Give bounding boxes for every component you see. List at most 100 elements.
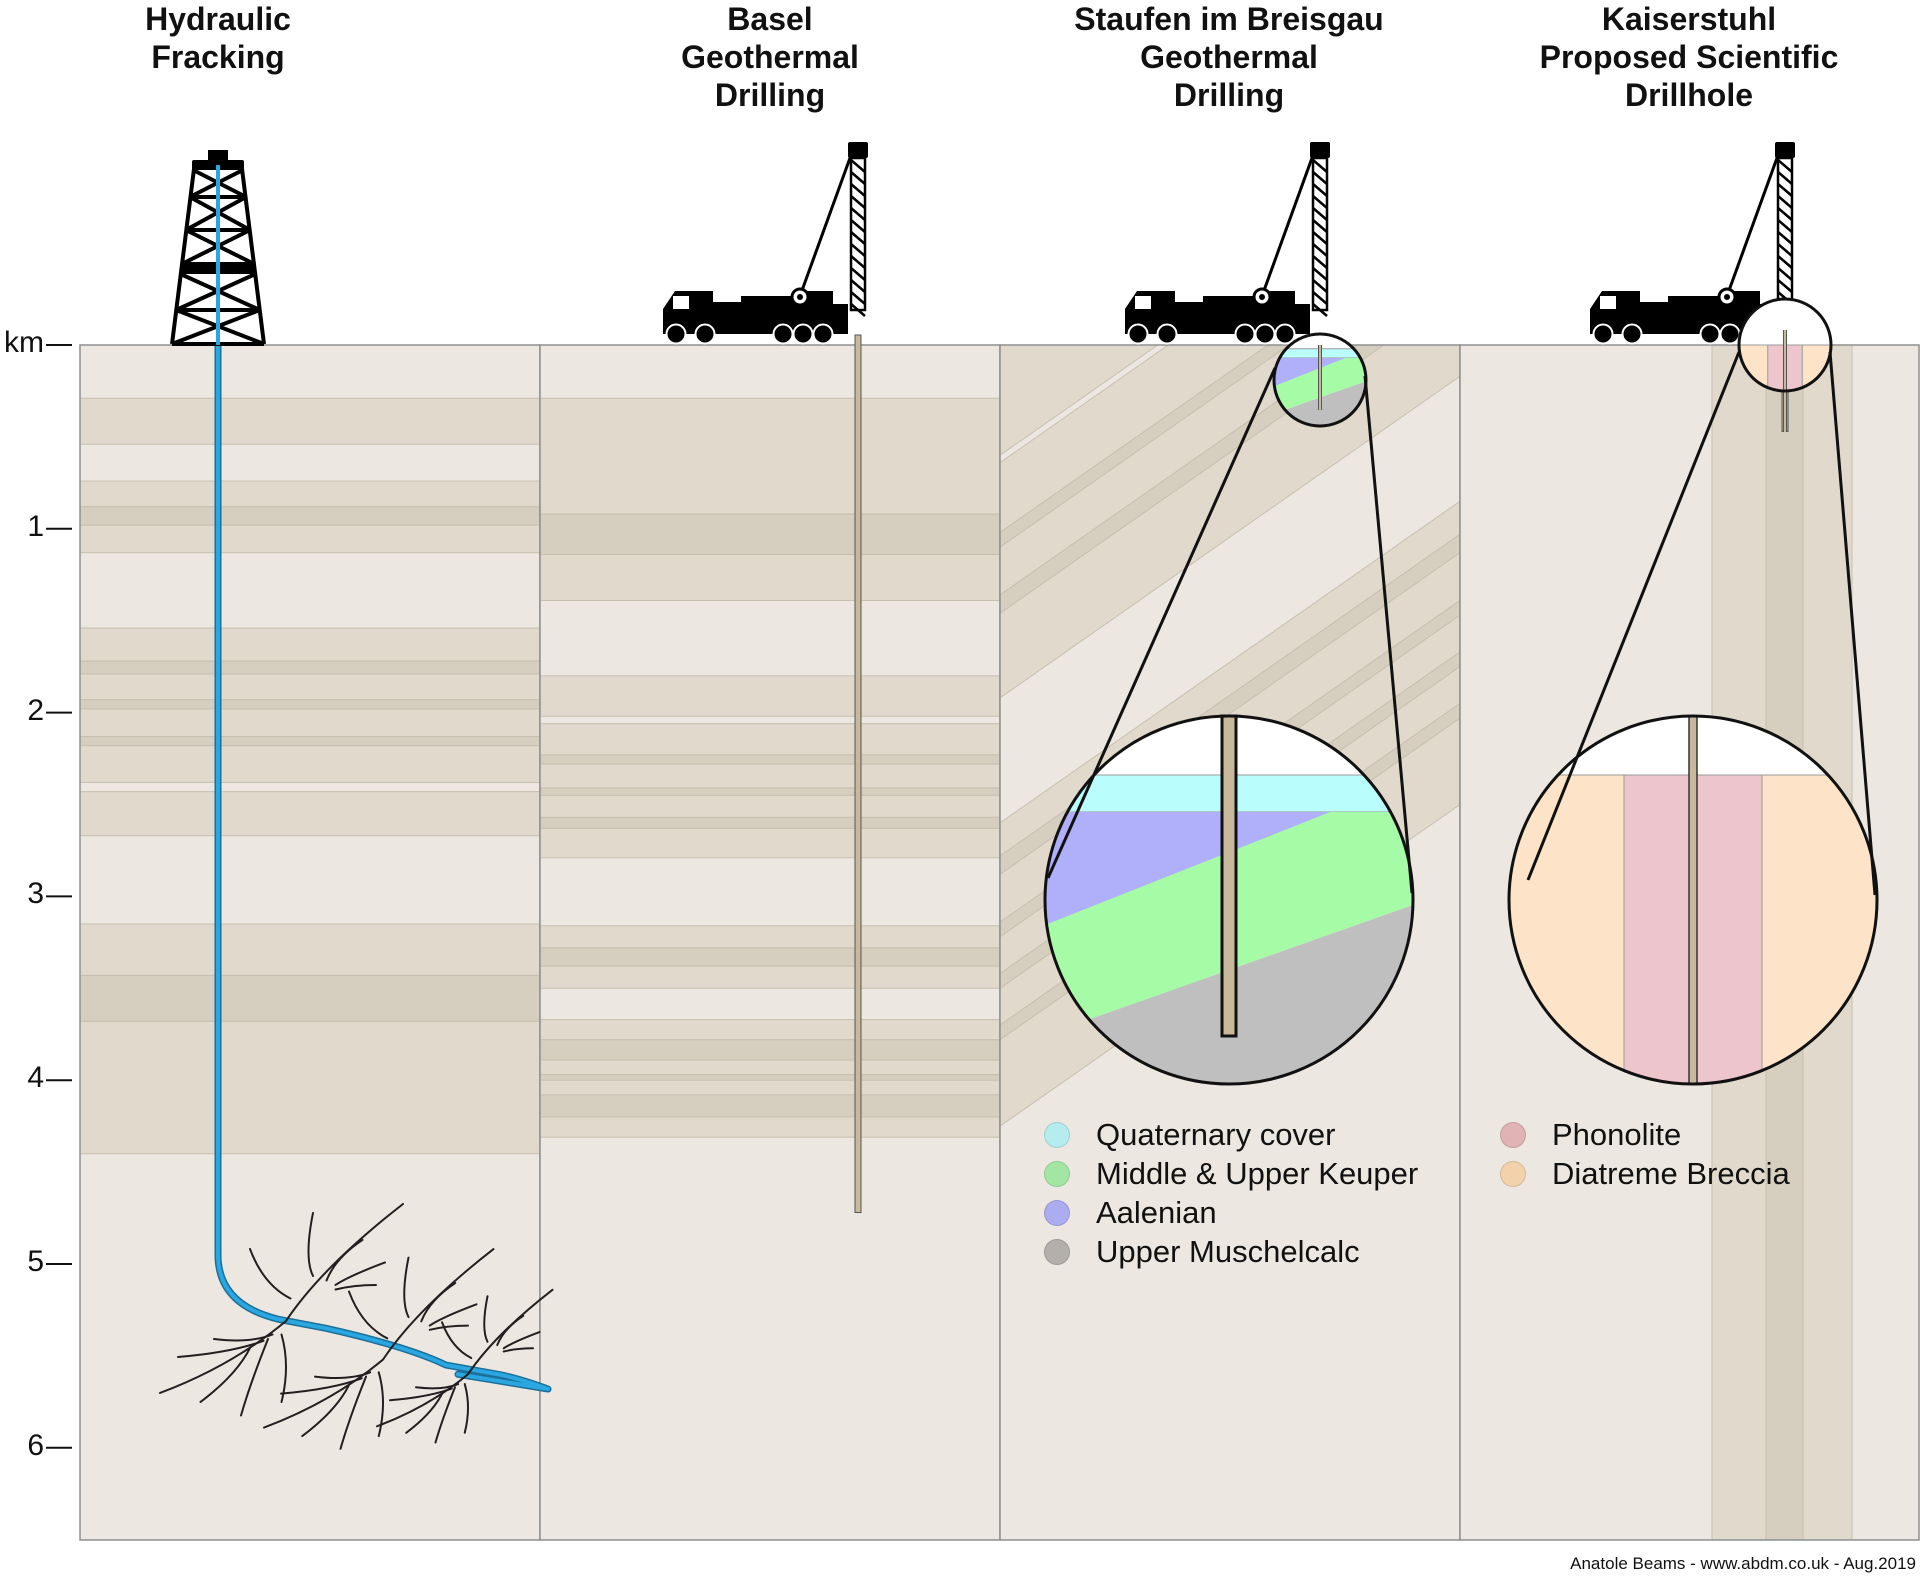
legend-item: Aalenian [1044,1193,1418,1232]
mast-brace [1312,243,1328,257]
truck-wheel [1127,323,1149,345]
mast-brace [1777,255,1793,269]
fracture [405,1392,443,1434]
mast-brace [850,195,866,209]
fracture [496,1314,525,1347]
legend-staufen: Quaternary cover Middle & Upper Keuper A… [1044,1115,1418,1271]
strata-band [80,660,540,675]
truck-window [1135,296,1151,309]
strata-band [540,965,1000,989]
strata-band [540,675,1000,717]
fracture [334,1283,377,1291]
mast-brace [850,243,866,257]
title-line: Basel [727,1,813,37]
strata-band [80,974,540,1022]
axis-tick-label: 2 [27,693,44,727]
drill-truck-icon [1590,142,1795,345]
derrick-brace [175,272,257,312]
mast-brace [1777,171,1793,185]
panel-title-basel: Basel Geothermal Drilling [560,0,980,114]
fracture [159,1202,404,1394]
fracture [420,1282,457,1323]
strata-band [540,925,1000,949]
mast-brace [1312,279,1328,293]
strata-band [540,554,1000,601]
fracture [325,1238,364,1282]
strata-band [540,1074,1000,1081]
strata-band [540,1019,1000,1041]
fracture [177,1339,265,1358]
title-line: Fracking [151,39,285,75]
strata-band [540,787,1000,796]
mast-brace [850,291,866,305]
strata-band [80,699,540,710]
mast-brace [1312,303,1328,317]
strata-band [80,524,540,554]
axis-tick-label: 5 [27,1245,44,1278]
panel-basel [540,345,1000,1540]
legend-item: Upper Muschelcalc [1044,1232,1418,1271]
fracture [213,1333,274,1342]
truck-wheel [665,323,687,345]
legend-kaiserstuhl: Phonolite Diatreme Breccia [1500,1115,1790,1193]
strata-band [80,791,540,837]
fracture [199,1346,251,1403]
drill-truck-icon [1125,142,1330,345]
mast-lattice [849,156,867,317]
mast-brace [1777,231,1793,245]
title-line: Proposed Scientific [1539,39,1839,75]
fracture [403,1256,410,1319]
fracture [339,1375,367,1450]
panel-title-fracking: Hydraulic Fracking [8,0,428,76]
fracture [314,1371,372,1379]
strata-band [540,1059,1000,1076]
strata-band [80,708,540,737]
rigs-layer [170,142,1795,346]
winch-hub [1724,294,1730,300]
truck-wheel [812,323,834,345]
strata-band [80,397,540,445]
truck-wheel [1156,323,1178,345]
legend-item: Quaternary cover [1044,1115,1418,1154]
mast-cable [1725,157,1779,297]
strata-band [540,1079,1000,1096]
mast-brace [850,219,866,233]
magnifier-big-staufen [1043,714,1415,1086]
legend-item: Middle & Upper Keuper [1044,1154,1418,1193]
strata-band [540,816,1000,829]
mast-brace [1312,231,1328,245]
oil-derrick-icon [170,150,266,346]
truck-wheel [694,323,716,345]
mast-brace [850,255,866,269]
truck-wheel [1621,323,1643,345]
derrick-brace [184,195,248,232]
panel-frame [1459,344,1920,1541]
drill-casing-basel [854,334,862,1214]
fracture [463,1383,469,1434]
strata-band [80,627,540,662]
mast-brace [1312,291,1328,305]
title-line: Kaiserstuhl [1601,1,1777,37]
magnifier-connector-right [1828,351,1877,896]
strata-band [80,923,540,976]
depth-axis [46,344,72,1449]
title-line: Drilling [714,77,826,113]
mast-brace [1777,159,1793,173]
mast-brace [1312,159,1328,173]
legend-swatch-phonolite [1500,1121,1526,1148]
mast-brace [850,171,866,185]
strata-band [540,827,1000,859]
dipping-strata-band [1000,345,1159,456]
title-line: Staufen im Breisgau [1074,1,1384,37]
mast-brace [1777,219,1793,233]
strata-band [540,513,1000,556]
fracture [307,1211,314,1277]
legend-item: Diatreme Breccia [1500,1154,1790,1193]
fracture [434,1386,456,1444]
panel-title-staufen: Staufen im Breisgau Geothermal Drilling [1019,0,1439,114]
big-inset-casing [1220,714,1238,1038]
truck-window [1600,296,1616,309]
fracture [249,1247,292,1300]
frack-well [216,343,550,1391]
mast-brace [850,279,866,293]
